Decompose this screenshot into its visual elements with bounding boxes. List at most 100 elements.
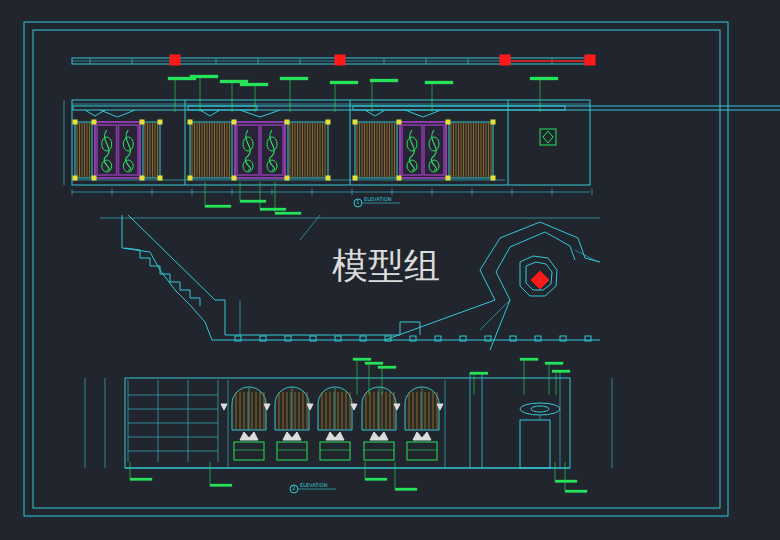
- annotation-mark: [565, 490, 587, 493]
- octagon-feature: [526, 262, 552, 290]
- wood-grain: [478, 123, 479, 177]
- door-frame: [235, 122, 285, 178]
- strip-divider: [258, 58, 259, 64]
- partition-line: [470, 372, 471, 468]
- elevation-underline: [362, 203, 400, 204]
- leader-line: [382, 369, 383, 395]
- window-mullion: [422, 388, 423, 430]
- leader-line: [540, 80, 541, 112]
- wood-grain: [194, 123, 195, 177]
- wood-grain: [147, 123, 148, 177]
- annotation-mark: [365, 478, 387, 481]
- pedestal-neck: [540, 415, 541, 420]
- red-column-mark: [335, 55, 345, 65]
- stair-steps: [125, 248, 200, 306]
- door-frame: [400, 122, 446, 178]
- window-grain: [342, 392, 343, 429]
- window-grain: [291, 392, 292, 429]
- window-grain: [295, 392, 296, 429]
- ceiling-strip-line: [72, 61, 590, 62]
- door-ornament: [429, 160, 439, 172]
- window-grain: [326, 392, 327, 429]
- wood-grain: [322, 123, 323, 177]
- counter-line: [407, 450, 437, 451]
- dimension-tick: [392, 189, 393, 195]
- annotation-mark: [130, 478, 152, 481]
- wood-grain: [155, 123, 156, 177]
- wood-grain: [481, 123, 482, 177]
- elevation-number: 1: [356, 200, 359, 205]
- wood-grain: [451, 123, 452, 177]
- window-grain: [413, 392, 414, 429]
- shelf-line: [128, 395, 218, 396]
- plan-column: [510, 336, 516, 341]
- wood-grain: [207, 123, 208, 177]
- plan-column: [335, 336, 341, 341]
- window-grain: [417, 392, 418, 429]
- window-grain: [299, 392, 300, 429]
- elevation-2-outline: [125, 378, 570, 468]
- dimension-tick: [592, 189, 593, 195]
- window-grain: [303, 392, 304, 429]
- door-ornament: [102, 137, 112, 151]
- wood-grain: [367, 123, 368, 177]
- annotation-mark: [365, 362, 383, 365]
- door-ornament: [123, 137, 133, 151]
- counter-line: [320, 450, 350, 451]
- window-grain: [236, 392, 237, 429]
- wood-grain: [315, 123, 316, 177]
- leader-line: [565, 462, 566, 490]
- annotation-mark: [280, 77, 308, 80]
- counter-line: [277, 450, 307, 451]
- counter-line: [364, 450, 394, 451]
- elevation-title: ELEVATION: [364, 197, 391, 202]
- leader-line: [260, 182, 261, 208]
- wood-grain: [458, 123, 459, 177]
- strip-divider: [426, 58, 427, 64]
- wood-grain: [292, 123, 293, 177]
- wall-line: [560, 372, 561, 468]
- wall-lamp: [326, 432, 344, 440]
- shelf-line: [128, 437, 218, 438]
- annotation-mark: [260, 208, 286, 211]
- wood-grain: [379, 123, 380, 177]
- annotation-mark: [210, 484, 232, 487]
- curved-wall: [490, 232, 575, 350]
- wood-grain: [382, 123, 383, 177]
- leader-line: [555, 462, 556, 480]
- door-ornament: [407, 160, 417, 172]
- window-grain: [330, 392, 331, 429]
- corner-mark: [232, 176, 236, 180]
- wood-grain: [488, 123, 489, 177]
- arched-window: [275, 387, 309, 430]
- wood-panel: [143, 122, 160, 178]
- corner-mark: [285, 176, 289, 180]
- strip-divider: [90, 58, 91, 64]
- leader-line: [369, 365, 370, 395]
- annotation-mark: [552, 370, 570, 373]
- pilaster-light: [307, 404, 313, 410]
- window-mullion: [379, 388, 380, 430]
- window-grain: [409, 392, 410, 429]
- watermark: 模型组: [332, 248, 440, 284]
- corner-mark: [353, 120, 357, 124]
- window-grain: [346, 392, 347, 429]
- door-leaf: [402, 125, 422, 175]
- strip-divider: [384, 58, 385, 64]
- dimension-line: [105, 378, 106, 468]
- wood-grain: [79, 123, 80, 177]
- ceiling-strip: [72, 58, 590, 64]
- annotation-mark: [520, 358, 538, 361]
- wood-grain: [357, 123, 358, 177]
- bay-header: [353, 106, 780, 110]
- dimension-tick: [552, 189, 553, 195]
- wood-grain: [387, 123, 388, 177]
- wood-grain: [307, 123, 308, 177]
- window-grain: [366, 392, 367, 429]
- wood-grain: [217, 123, 218, 177]
- annotation-mark: [330, 81, 358, 84]
- dimension-tick: [152, 189, 153, 195]
- window-grain: [256, 392, 257, 429]
- wood-panel: [190, 122, 232, 178]
- strip-divider: [132, 58, 133, 64]
